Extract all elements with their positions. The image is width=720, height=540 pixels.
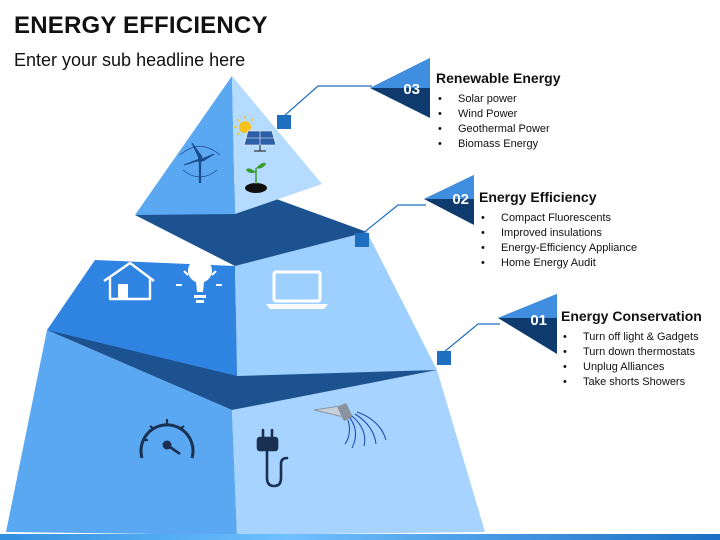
badge-03: 03 [370, 58, 430, 118]
list-item: Compact Fluorescents [481, 211, 637, 226]
level-03-block: Renewable Energy Solar power Wind Power … [436, 70, 561, 152]
badge-01: 01 [498, 294, 557, 354]
list-item: Turn down thermostats [563, 345, 702, 360]
list-item: Home Energy Audit [481, 256, 637, 271]
connector-03 [283, 85, 372, 122]
level-01-list: Turn off light & Gadgets Turn down therm… [561, 330, 702, 390]
speedometer-icon [139, 419, 195, 459]
list-item: Energy-Efficiency Appliance [481, 241, 637, 256]
list-item: Unplug Alliances [563, 360, 702, 375]
laptop-icon [266, 270, 328, 309]
tier-1-left-face [6, 330, 237, 535]
connector-02 [361, 204, 426, 240]
badge-02: 02 [424, 175, 474, 225]
connector-01-square [437, 351, 451, 365]
tier-3-left-face [135, 76, 235, 215]
solar-panel-icon [243, 130, 277, 152]
light-bulb-icon [176, 258, 222, 303]
list-item: Biomass Energy [438, 137, 561, 152]
plant-sprout-icon [245, 162, 267, 193]
level-03-list: Solar power Wind Power Geothermal Power … [436, 92, 561, 152]
level-03-title: Renewable Energy [436, 70, 561, 86]
level-01-block: Energy Conservation Turn off light & Gad… [561, 308, 702, 390]
list-item: Wind Power [438, 107, 561, 122]
power-plug-icon [256, 428, 289, 488]
connector-03-square [277, 115, 291, 129]
tier-1-right-face [232, 370, 485, 535]
badge-02-number: 02 [452, 191, 469, 208]
level-02-block: Energy Efficiency Compact Fluorescents I… [479, 189, 637, 271]
level-01-title: Energy Conservation [561, 308, 702, 324]
connector-01 [443, 323, 500, 358]
tier-2-left-face [47, 260, 237, 376]
slide-title: ENERGY EFFICIENCY [14, 12, 268, 39]
badge-03-number: 03 [403, 81, 420, 98]
house-icon [103, 261, 155, 301]
list-item: Geothermal Power [438, 122, 561, 137]
list-item: Take shorts Showers [563, 375, 702, 390]
list-item: Improved insulations [481, 226, 637, 241]
connector-02-square [355, 233, 369, 247]
level-02-list: Compact Fluorescents Improved insulation… [479, 211, 637, 271]
slide-subtitle: Enter your sub headline here [14, 50, 246, 70]
tier-3-right-face [232, 76, 322, 214]
list-item: Turn off light & Gadgets [563, 330, 702, 345]
list-item: Solar power [438, 92, 561, 107]
bottom-accent-bar [0, 534, 720, 540]
wind-turbine-icon [179, 142, 221, 183]
shower-icon [313, 403, 387, 449]
sun-icon [234, 116, 254, 136]
tier-2-right-face [235, 232, 437, 376]
badge-01-number: 01 [530, 312, 547, 329]
level-02-title: Energy Efficiency [479, 189, 597, 205]
